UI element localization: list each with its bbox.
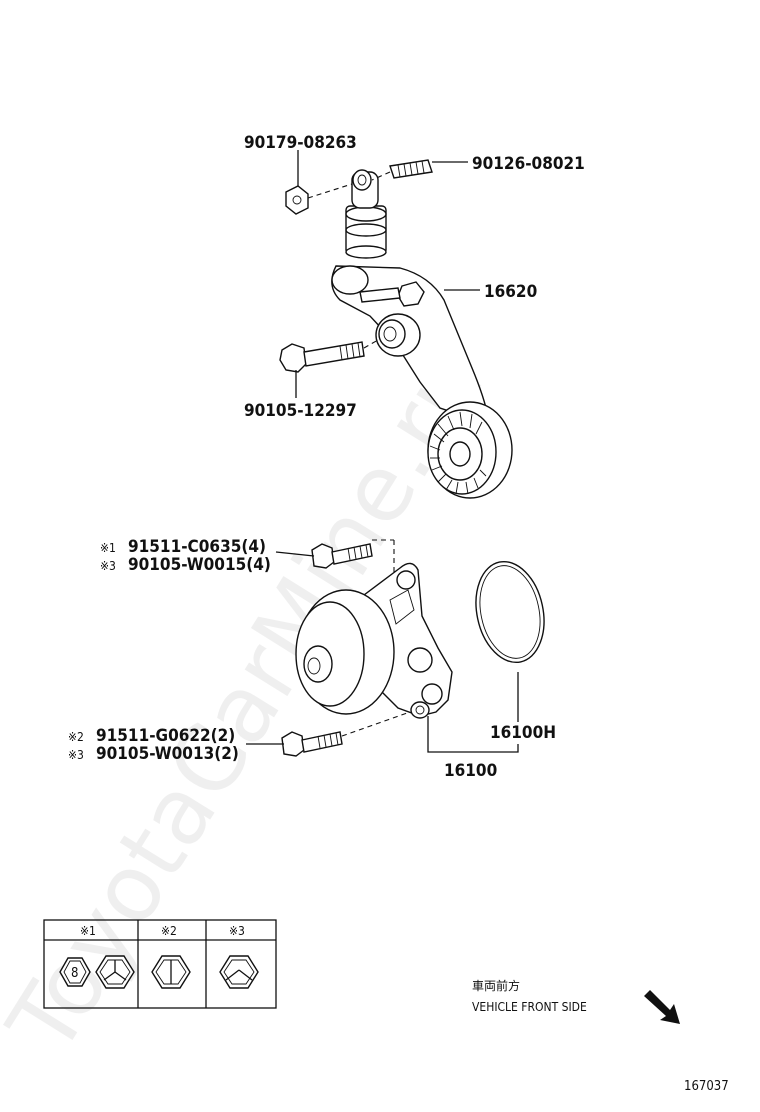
callout-stud: 90126-08021 <box>472 154 585 174</box>
callout-tensioner: 16620 <box>484 282 537 302</box>
leader-lines <box>246 150 519 753</box>
callout-pump-bolt-bottom-3: 90105-W0013(2) <box>96 744 239 764</box>
stud-part <box>389 159 433 179</box>
belt-tensioner-assembly <box>331 169 513 499</box>
bolt-grade-legend: ※1 ※2 ※3 8 <box>43 919 277 1009</box>
direction-japanese: 車両前方 <box>472 978 520 993</box>
pump-bolt-lower-part <box>281 731 343 757</box>
direction-english: VEHICLE FRONT SIDE <box>472 1000 587 1014</box>
hex-bolt-3-line-icon <box>95 955 135 989</box>
nut-part <box>285 185 309 215</box>
callout-pump-bolt-top-1: 91511-C0635(4) <box>128 537 266 557</box>
tensioner-bolt-part <box>279 341 365 373</box>
front-direction-arrow-icon <box>644 990 680 1024</box>
callout-gasket: 16100H <box>490 723 556 743</box>
callout-tensioner-bolt: 90105-12297 <box>244 401 357 421</box>
pump-bolt-upper-part <box>311 543 373 569</box>
water-pump-assembly <box>295 562 453 719</box>
callout-nut: 90179-08263 <box>244 133 357 153</box>
figure-number: 167037 <box>684 1079 729 1094</box>
legend-header-2: ※2 <box>161 924 177 938</box>
gasket-ring-part <box>475 560 545 664</box>
marker-1: ※1 <box>100 541 116 555</box>
marker-3a: ※3 <box>100 559 116 573</box>
grade-number: 8 <box>71 966 78 981</box>
marker-2: ※2 <box>68 730 84 744</box>
hex-bolt-grade-8-icon: 8 <box>59 957 91 987</box>
marker-3b: ※3 <box>68 748 84 762</box>
legend-header-1: ※1 <box>80 924 96 938</box>
legend-header-3: ※3 <box>229 924 245 938</box>
callout-pump-bolt-bottom-2: 91511-G0622(2) <box>96 726 235 746</box>
hex-bolt-2-line-icon <box>219 955 259 989</box>
hex-bolt-1-line-icon <box>151 955 191 989</box>
callout-pump-bolt-top-3: 90105-W0015(4) <box>128 555 271 575</box>
callout-water-pump: 16100 <box>444 761 497 781</box>
